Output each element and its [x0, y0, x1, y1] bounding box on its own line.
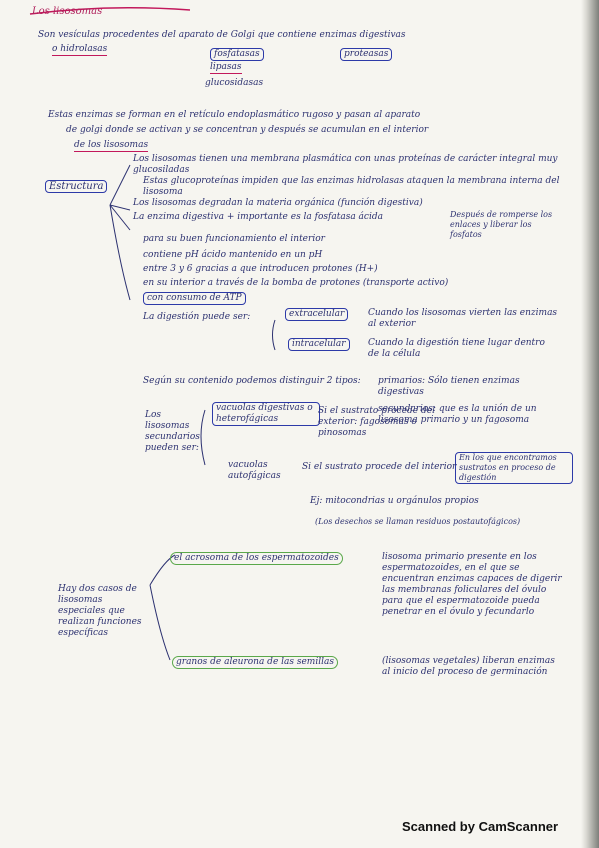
- hydrolase-fosfatasas: fosfatasas: [210, 48, 264, 61]
- heterofagicas-desc: Si el sustrato procede del exterior: fag…: [318, 406, 435, 438]
- special-intro: Hay dos casos de lisosomas especiales qu…: [58, 584, 142, 638]
- autofagicas-desc: Si el sustrato procede del interior: [302, 462, 457, 472]
- vacuolas-heterofagicas: vacuolas digestivas o heterofágicas: [212, 402, 320, 426]
- primarios-desc: primarios: Sólo tienen enzimas digestiva…: [378, 376, 520, 397]
- origin-line-2: de golgi donde se activan y se concentra…: [66, 125, 429, 135]
- notes-title: Los lisosomas: [32, 6, 103, 17]
- secundarios-desc: secundarios: que es la unión de un lisos…: [378, 404, 537, 425]
- aleurona: granos de aleurona de las semillas: [172, 656, 338, 669]
- hydrolase-glucosidasas: glucosidasas: [205, 78, 264, 88]
- acrosoma: el acrosoma de los espermatozoides: [170, 552, 343, 565]
- acrosoma-desc: lisosoma primario presente en los esperm…: [382, 552, 562, 617]
- hydrolase-proteasas: proteasas: [340, 48, 393, 61]
- secundarios-sustratos: En los que encontramos sustratos en proc…: [455, 452, 573, 484]
- origin-line-3: de los lisosomas: [74, 140, 149, 152]
- digestion-intracelular: intracelular: [288, 338, 350, 351]
- content-intro: Según su contenido podemos distinguir 2 …: [143, 376, 361, 386]
- ph-line-3: entre 3 y 6 gracias a que introducen pro…: [143, 264, 378, 274]
- digestion-extracelular: extracelular: [285, 308, 349, 321]
- scanner-watermark: Scanned by CamScanner: [402, 819, 559, 834]
- hydrolase-lipasas: lipasas: [210, 62, 242, 74]
- origin-line-1: Estas enzimas se forman en el retículo e…: [48, 110, 421, 120]
- structure-point-4b: Después de romperse los enlaces y libera…: [450, 210, 553, 239]
- definition-line-2: o hidrolasas: [52, 44, 108, 56]
- extracelular-desc: Cuando los lisosomas vierten las enzimas…: [368, 308, 558, 329]
- vacuolas-autofagicas: vacuolas autofágicas: [228, 460, 281, 481]
- ph-line-2: contiene pH ácido mantenido en un pH: [143, 250, 323, 260]
- ph-line-1: para su buen funcionamiento el interior: [143, 234, 325, 244]
- aleurona-desc: (lisosomas vegetales) liberan enzimas al…: [382, 656, 555, 677]
- structure-point-2: Estas glucoproteínas impiden que las enz…: [143, 176, 560, 197]
- secundarios-label: Los lisosomas secundarios pueden ser:: [145, 410, 200, 453]
- ph-line-5: con consumo de ATP: [143, 292, 246, 305]
- intracelular-desc: Cuando la digestión tiene lugar dentro d…: [368, 338, 545, 359]
- autofagicas-example: Ej: mitocondrias u orgánulos propios: [310, 496, 479, 506]
- residual-note: (Los desechos se llaman residuos postaut…: [315, 517, 521, 526]
- definition-line-1: Son vesículas procedentes del aparato de…: [38, 30, 406, 40]
- structure-point-4: La enzima digestiva + importante es la f…: [133, 212, 383, 222]
- structure-point-1: Los lisosomas tienen una membrana plasmá…: [133, 154, 558, 175]
- page-edge-shadow: [581, 0, 599, 848]
- ph-line-4: en su interior a través de la bomba de p…: [143, 278, 449, 288]
- structure-label: Estructura: [45, 180, 108, 193]
- digestion-intro: La digestión puede ser:: [143, 312, 251, 322]
- structure-point-3: Los lisosomas degradan la materia orgáni…: [133, 198, 423, 208]
